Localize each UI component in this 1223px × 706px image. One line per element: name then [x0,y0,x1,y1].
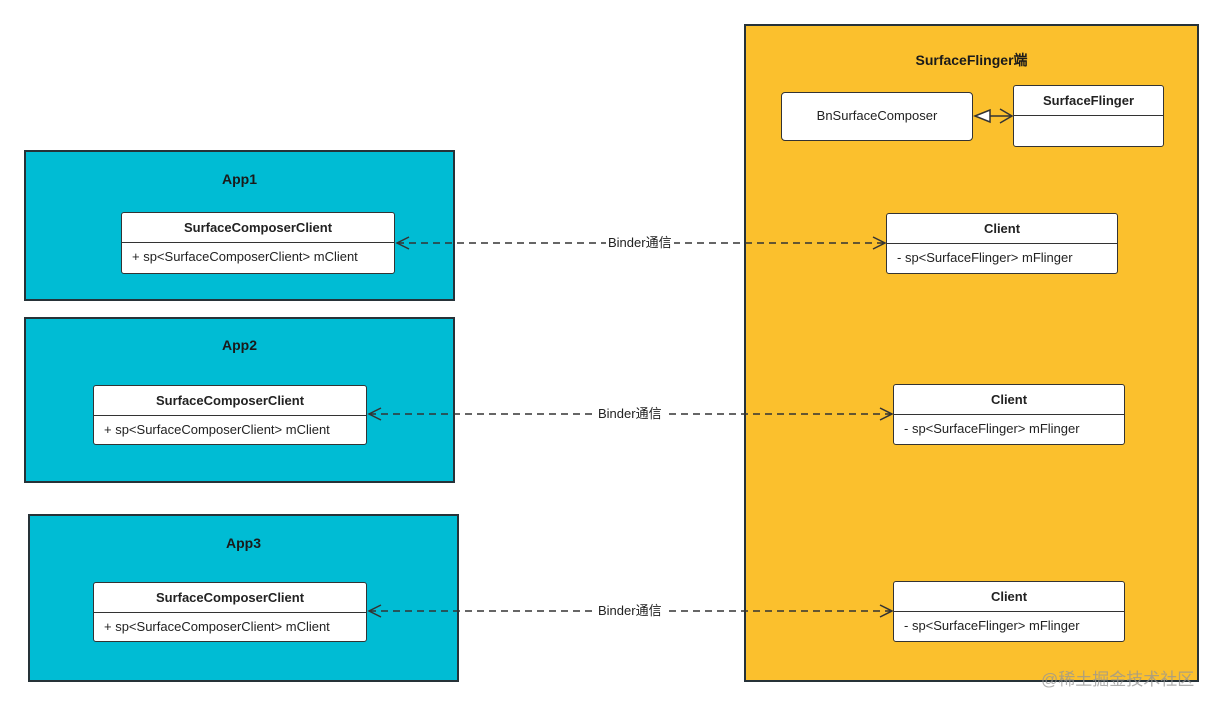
surfaceflinger-title: SurfaceFlinger端 [915,52,1028,68]
class-member: + sp<SurfaceComposerClient> mClient [104,422,330,437]
class-name: Client [887,214,1117,244]
class-member: + sp<SurfaceComposerClient> mClient [132,249,358,264]
class-member-empty [1014,116,1163,145]
app1-class-surfacecomposerclient: SurfaceComposerClient + sp<SurfaceCompos… [121,212,395,274]
app2-class-surfacecomposerclient: SurfaceComposerClient + sp<SurfaceCompos… [93,385,367,445]
app3-title: App3 [226,535,261,551]
client-class-1: Client - sp<SurfaceFlinger> mFlinger [886,213,1118,274]
surfaceflinger-class: SurfaceFlinger [1013,85,1164,147]
class-name: SurfaceComposerClient [122,213,394,243]
class-member: + sp<SurfaceComposerClient> mClient [104,619,330,634]
class-name: SurfaceComposerClient [94,386,366,416]
watermark-text: @稀土掘金技术社区 [1041,670,1195,689]
app2-title: App2 [222,337,257,353]
binder-label-2: Binder通信 [596,406,664,422]
client-class-2: Client - sp<SurfaceFlinger> mFlinger [893,384,1125,445]
binder-label-1: Binder通信 [606,235,674,251]
class-name: SurfaceComposerClient [94,583,366,613]
bnsurfacecomposer-box: BnSurfaceComposer [781,92,973,141]
client-class-3: Client - sp<SurfaceFlinger> mFlinger [893,581,1125,642]
class-member: - sp<SurfaceFlinger> mFlinger [904,618,1080,633]
app3-class-surfacecomposerclient: SurfaceComposerClient + sp<SurfaceCompos… [93,582,367,642]
class-name: Client [894,582,1124,612]
class-name: SurfaceFlinger [1014,86,1163,116]
binder-label-3: Binder通信 [596,603,664,619]
class-member: - sp<SurfaceFlinger> mFlinger [897,250,1073,265]
class-member: - sp<SurfaceFlinger> mFlinger [904,421,1080,436]
app1-title: App1 [222,171,257,187]
class-name: Client [894,385,1124,415]
